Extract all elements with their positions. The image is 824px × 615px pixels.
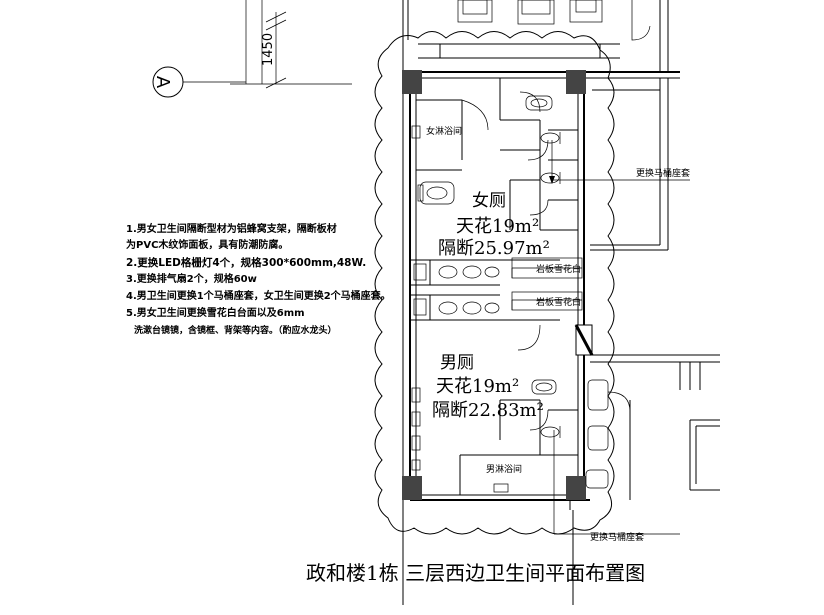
women-toilet-area: 女淋浴间 女厕 天花19m² 隔断25.97m² (411, 78, 578, 259)
women-label: 女厕 (472, 191, 506, 211)
column (402, 70, 422, 94)
axis-marker: A (152, 66, 246, 98)
men-shower-label: 男淋浴间 (486, 463, 522, 475)
note-line: 2.更换LED格栅灯4个，规格300*600mm,48W. (126, 256, 366, 269)
building-walls (402, 70, 680, 501)
dimension-annotation: 1450 (230, 0, 352, 89)
women-shower-label: 女淋浴间 (426, 125, 462, 137)
callout-rock-slab-1: 岩板雪花白 (536, 263, 581, 275)
axis-marker-label: A (152, 76, 173, 89)
note-line: 5.男女卫生间更换雪花白台面以及6mm (126, 306, 305, 319)
drawing-title: 政和楼1栋 三层西边卫生间平面布置图 (306, 561, 645, 585)
column (402, 476, 422, 500)
adjacent-room-fixtures (569, 324, 720, 510)
note-line: 4.男卫生间更换1个马桶座套，女卫生间更换2个马桶座套。 (126, 289, 391, 302)
men-toilet-area: 男淋浴间 男厕 天花19m² 隔断22.83m² (411, 330, 578, 495)
note-line: 洗漱台镜镜，含镜框、背架等内容。（酌应水龙头） (134, 324, 337, 336)
callout-rock-slab-2: 岩板雪花白 (536, 296, 581, 308)
column (566, 70, 586, 94)
women-ceiling-area: 天花19m² (456, 216, 539, 237)
vanity-counters (410, 259, 560, 351)
men-ceiling-area: 天花19m² (436, 376, 519, 397)
upper-room-fixtures (418, 0, 669, 72)
note-line: 3.更换排气扇2个，规格60w (126, 272, 257, 285)
callouts: 更换马桶座套 岩板雪花白 岩板雪花白 更换马桶座套 (511, 140, 690, 543)
notes-block: 1.男女卫生间隔断型材为铝蜂窝支架，隔断板材 为PVC木纹饰面板，具有防潮防腐。… (126, 222, 391, 336)
note-line: 1.男女卫生间隔断型材为铝蜂窝支架，隔断板材 (126, 222, 337, 235)
revision-cloud (374, 31, 615, 535)
men-partition-area: 隔断22.83m² (432, 400, 544, 421)
men-label: 男厕 (440, 353, 474, 373)
women-partition-area: 隔断25.97m² (438, 238, 550, 259)
dimension-text: 1450 (261, 33, 276, 66)
column (566, 476, 586, 500)
note-line: 为PVC木纹饰面板，具有防潮防腐。 (126, 238, 288, 251)
callout-replace-seat-bottom: 更换马桶座套 (590, 531, 644, 543)
callout-replace-seat-right: 更换马桶座套 (636, 167, 690, 179)
